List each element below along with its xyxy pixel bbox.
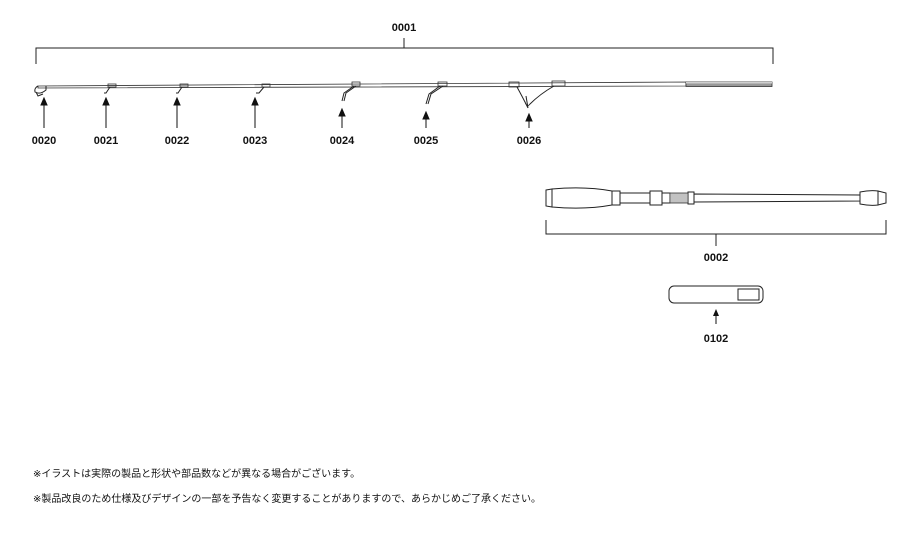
guide-0025-shape [425,81,448,105]
grip-collar [611,190,621,206]
rod-blank [37,81,687,89]
label-0022: 0022 [165,135,189,147]
butt-cap [545,188,553,208]
bracket-0001 [35,38,774,64]
front-collar [687,191,695,205]
guide-pointers [40,96,533,128]
reel-seat-hood [649,190,663,206]
tip-top-guide [34,85,47,97]
rear-grip [551,187,613,209]
bracket-0002 [545,220,887,246]
rod-tip-section: 0001 [34,22,774,109]
threaded-section [669,192,689,204]
label-0002: 0002 [704,252,728,264]
butt-joint [877,190,887,206]
label-0024: 0024 [330,135,355,147]
thread-lines [671,193,687,203]
label-0020: 0020 [32,135,56,147]
label-0102: 0102 [704,333,728,345]
label-0021: 0021 [94,135,118,147]
disclaimer-spec-change: ※製品改良のため仕様及びデザインの一部を予告なく変更することがありますので、あら… [33,494,541,505]
rod-case [668,285,764,324]
label-0025: 0025 [414,135,438,147]
rod-case-body [668,285,764,304]
label-0001: 0001 [392,22,416,34]
reel-seat-nut [661,192,671,204]
rod-case-window [737,288,760,301]
pointer-0102-head [713,309,719,316]
fore-grip [859,190,879,206]
reel-seat [619,192,651,204]
guide-0023-shape [256,83,271,94]
butt-blank [693,193,861,203]
guide-0022-shape [176,83,189,94]
butt-section [545,187,887,246]
guide-0024-shape [341,81,361,102]
label-0026: 0026 [517,135,541,147]
guide-0026-shape [508,80,566,109]
guide-0021-shape [104,83,117,94]
ferrule-highlight [686,82,772,84]
disclaimer-illustration: ※イラストは実際の製品と形状や部品数などが異なる場合がございます。 [33,469,361,480]
label-0023: 0023 [243,135,267,147]
